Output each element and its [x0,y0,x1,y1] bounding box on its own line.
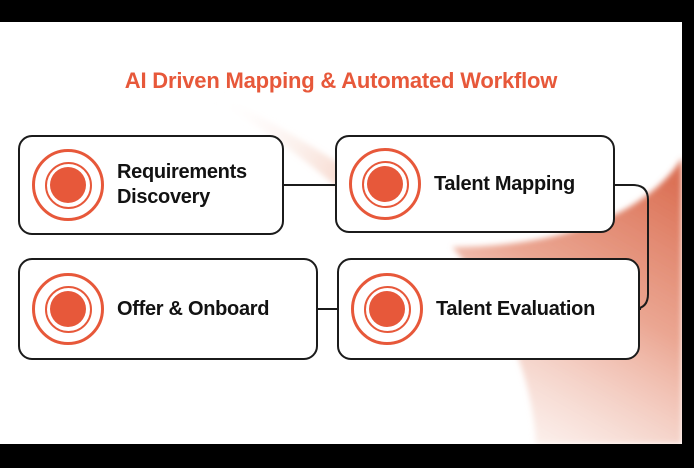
node-requirements-discovery: Requirements Discovery [18,135,284,235]
gradient-wisp [216,96,358,188]
target-icon-ring [44,161,92,209]
target-icon-ring [363,285,411,333]
target-icon [351,273,423,345]
target-icon [349,148,421,220]
target-icon-core [369,291,405,327]
target-icon [32,273,104,345]
node-offer-onboard: Offer & Onboard [18,258,318,360]
target-icon-core [50,291,86,327]
target-icon-ring [361,160,409,208]
node-label: Talent Mapping [434,172,575,195]
target-icon-ring [44,285,92,333]
node-label: Offer & Onboard [117,297,270,320]
node-talent-evaluation: Talent Evaluation [337,258,640,360]
page-title: AI Driven Mapping & Automated Workflow [124,68,558,93]
node-label: Requirements Discovery [117,161,247,208]
target-icon-core [367,166,403,202]
node-label: Talent Evaluation [436,297,596,320]
node-talent-mapping: Talent Mapping [335,135,615,233]
target-icon [32,149,104,221]
target-icon-core [50,167,86,203]
slide-canvas: AI Driven Mapping & Automated Workflow R… [0,22,682,444]
